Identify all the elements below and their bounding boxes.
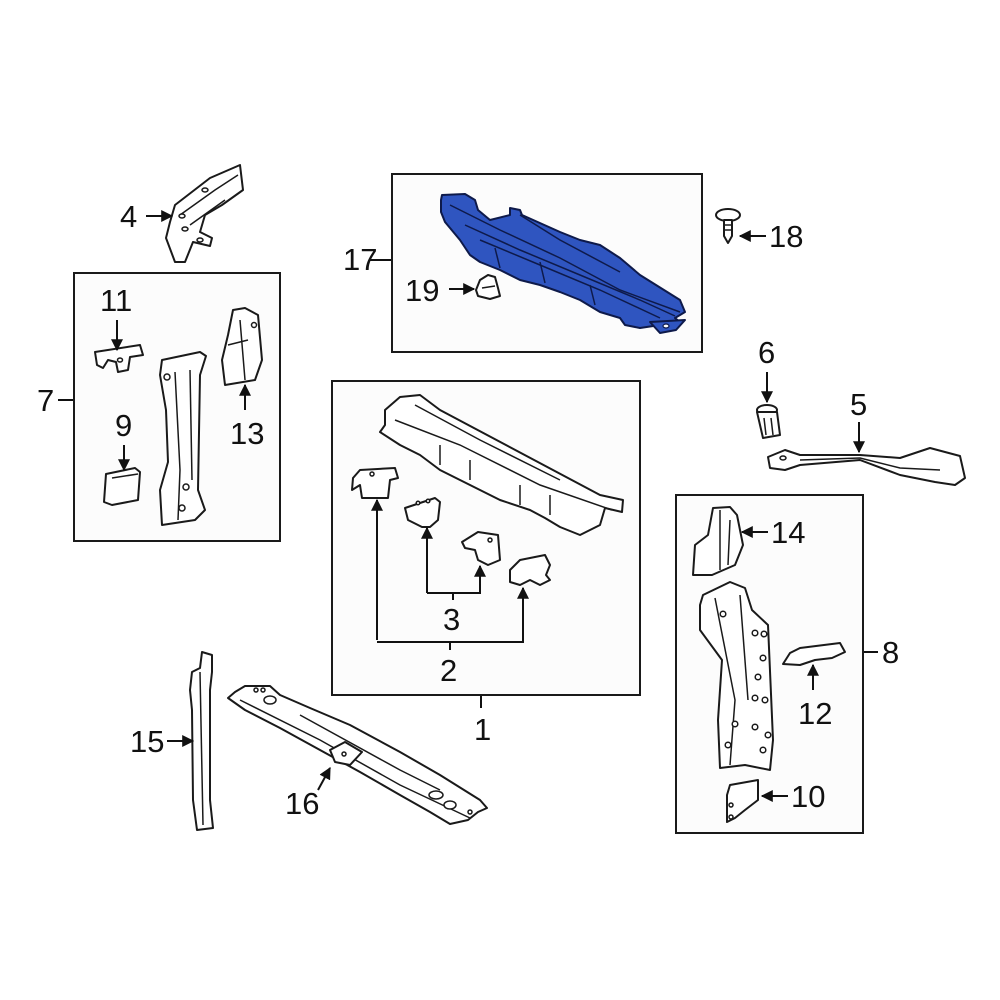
leader-3-bracket <box>421 526 486 600</box>
callout-13[interactable]: 13 <box>230 416 265 451</box>
callout-16[interactable]: 16 <box>285 786 320 821</box>
part-14-bracket[interactable] <box>692 506 744 576</box>
callout-17[interactable]: 17 <box>343 242 378 277</box>
part-8-side-member[interactable] <box>699 581 774 771</box>
callout-11[interactable]: 11 <box>100 283 133 318</box>
callout-14[interactable]: 14 <box>771 515 806 550</box>
callout-18[interactable]: 18 <box>769 219 804 254</box>
part-17-air-deflector-highlighted[interactable] <box>440 193 686 334</box>
callout-5[interactable]: 5 <box>850 387 868 422</box>
part-5-brace[interactable] <box>767 447 966 486</box>
callout-1[interactable]: 1 <box>474 712 492 747</box>
callout-10[interactable]: 10 <box>791 779 826 814</box>
callout-19[interactable]: 19 <box>405 273 440 308</box>
part-13-bracket[interactable] <box>221 307 263 386</box>
callout-6[interactable]: 6 <box>758 335 776 370</box>
part-2-bracket-right[interactable] <box>509 554 551 586</box>
part-19-clip[interactable] <box>475 274 501 300</box>
callout-2[interactable]: 2 <box>440 653 458 688</box>
part-18-screw[interactable] <box>715 208 741 244</box>
part-15-support[interactable] <box>189 651 214 831</box>
part-11-bracket[interactable] <box>94 344 144 373</box>
part-10-bracket[interactable] <box>726 779 759 823</box>
part-9-bracket[interactable] <box>103 467 141 506</box>
callout-9[interactable]: 9 <box>115 408 133 443</box>
callout-8[interactable]: 8 <box>882 635 900 670</box>
leader-2-bracket <box>371 498 529 650</box>
callout-12[interactable]: 12 <box>798 696 833 731</box>
callout-15[interactable]: 15 <box>130 724 165 759</box>
callout-4[interactable]: 4 <box>120 199 138 234</box>
part-3-bracket-right[interactable] <box>461 531 501 566</box>
part-2-bracket-left[interactable] <box>351 467 399 499</box>
callout-3[interactable]: 3 <box>443 602 461 637</box>
part-4-bracket[interactable] <box>165 164 244 263</box>
part-7-side-member[interactable] <box>159 351 207 526</box>
callout-7[interactable]: 7 <box>37 383 55 418</box>
part-3-bracket-left[interactable] <box>404 497 441 528</box>
part-12-bracket[interactable] <box>782 642 846 666</box>
part-6-nut[interactable] <box>756 404 781 439</box>
leader-16 <box>317 766 331 791</box>
part-16-lower-support[interactable] <box>227 685 488 825</box>
part-1-upper-support[interactable] <box>379 394 624 536</box>
